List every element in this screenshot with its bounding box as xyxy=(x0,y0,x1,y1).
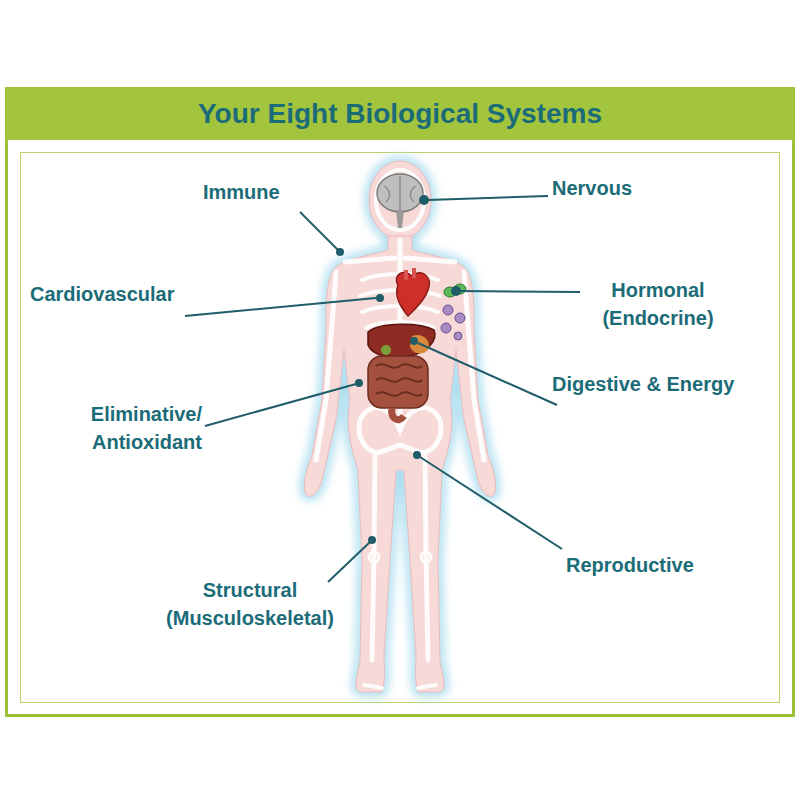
digestive-organs xyxy=(368,324,435,419)
hormonal-glands xyxy=(441,284,466,340)
system-label: Reproductive xyxy=(566,551,694,579)
brain xyxy=(377,174,423,228)
system-label: Immune xyxy=(203,178,280,206)
system-label: Eliminative/ Antioxidant xyxy=(52,400,202,456)
system-label: Structural (Musculoskeletal) xyxy=(140,576,360,632)
skeleton xyxy=(316,170,484,688)
heart xyxy=(396,268,429,316)
system-label: Cardiovascular xyxy=(30,280,175,308)
system-label: Digestive & Energy xyxy=(552,370,734,398)
frame xyxy=(7,89,794,716)
system-label: Nervous xyxy=(552,174,632,202)
leader-lines xyxy=(185,196,580,582)
inner-frame xyxy=(21,153,780,703)
header-band xyxy=(6,88,794,140)
title: Your Eight Biological Systems xyxy=(8,88,792,140)
system-label: Hormonal (Endocrine) xyxy=(578,276,738,332)
